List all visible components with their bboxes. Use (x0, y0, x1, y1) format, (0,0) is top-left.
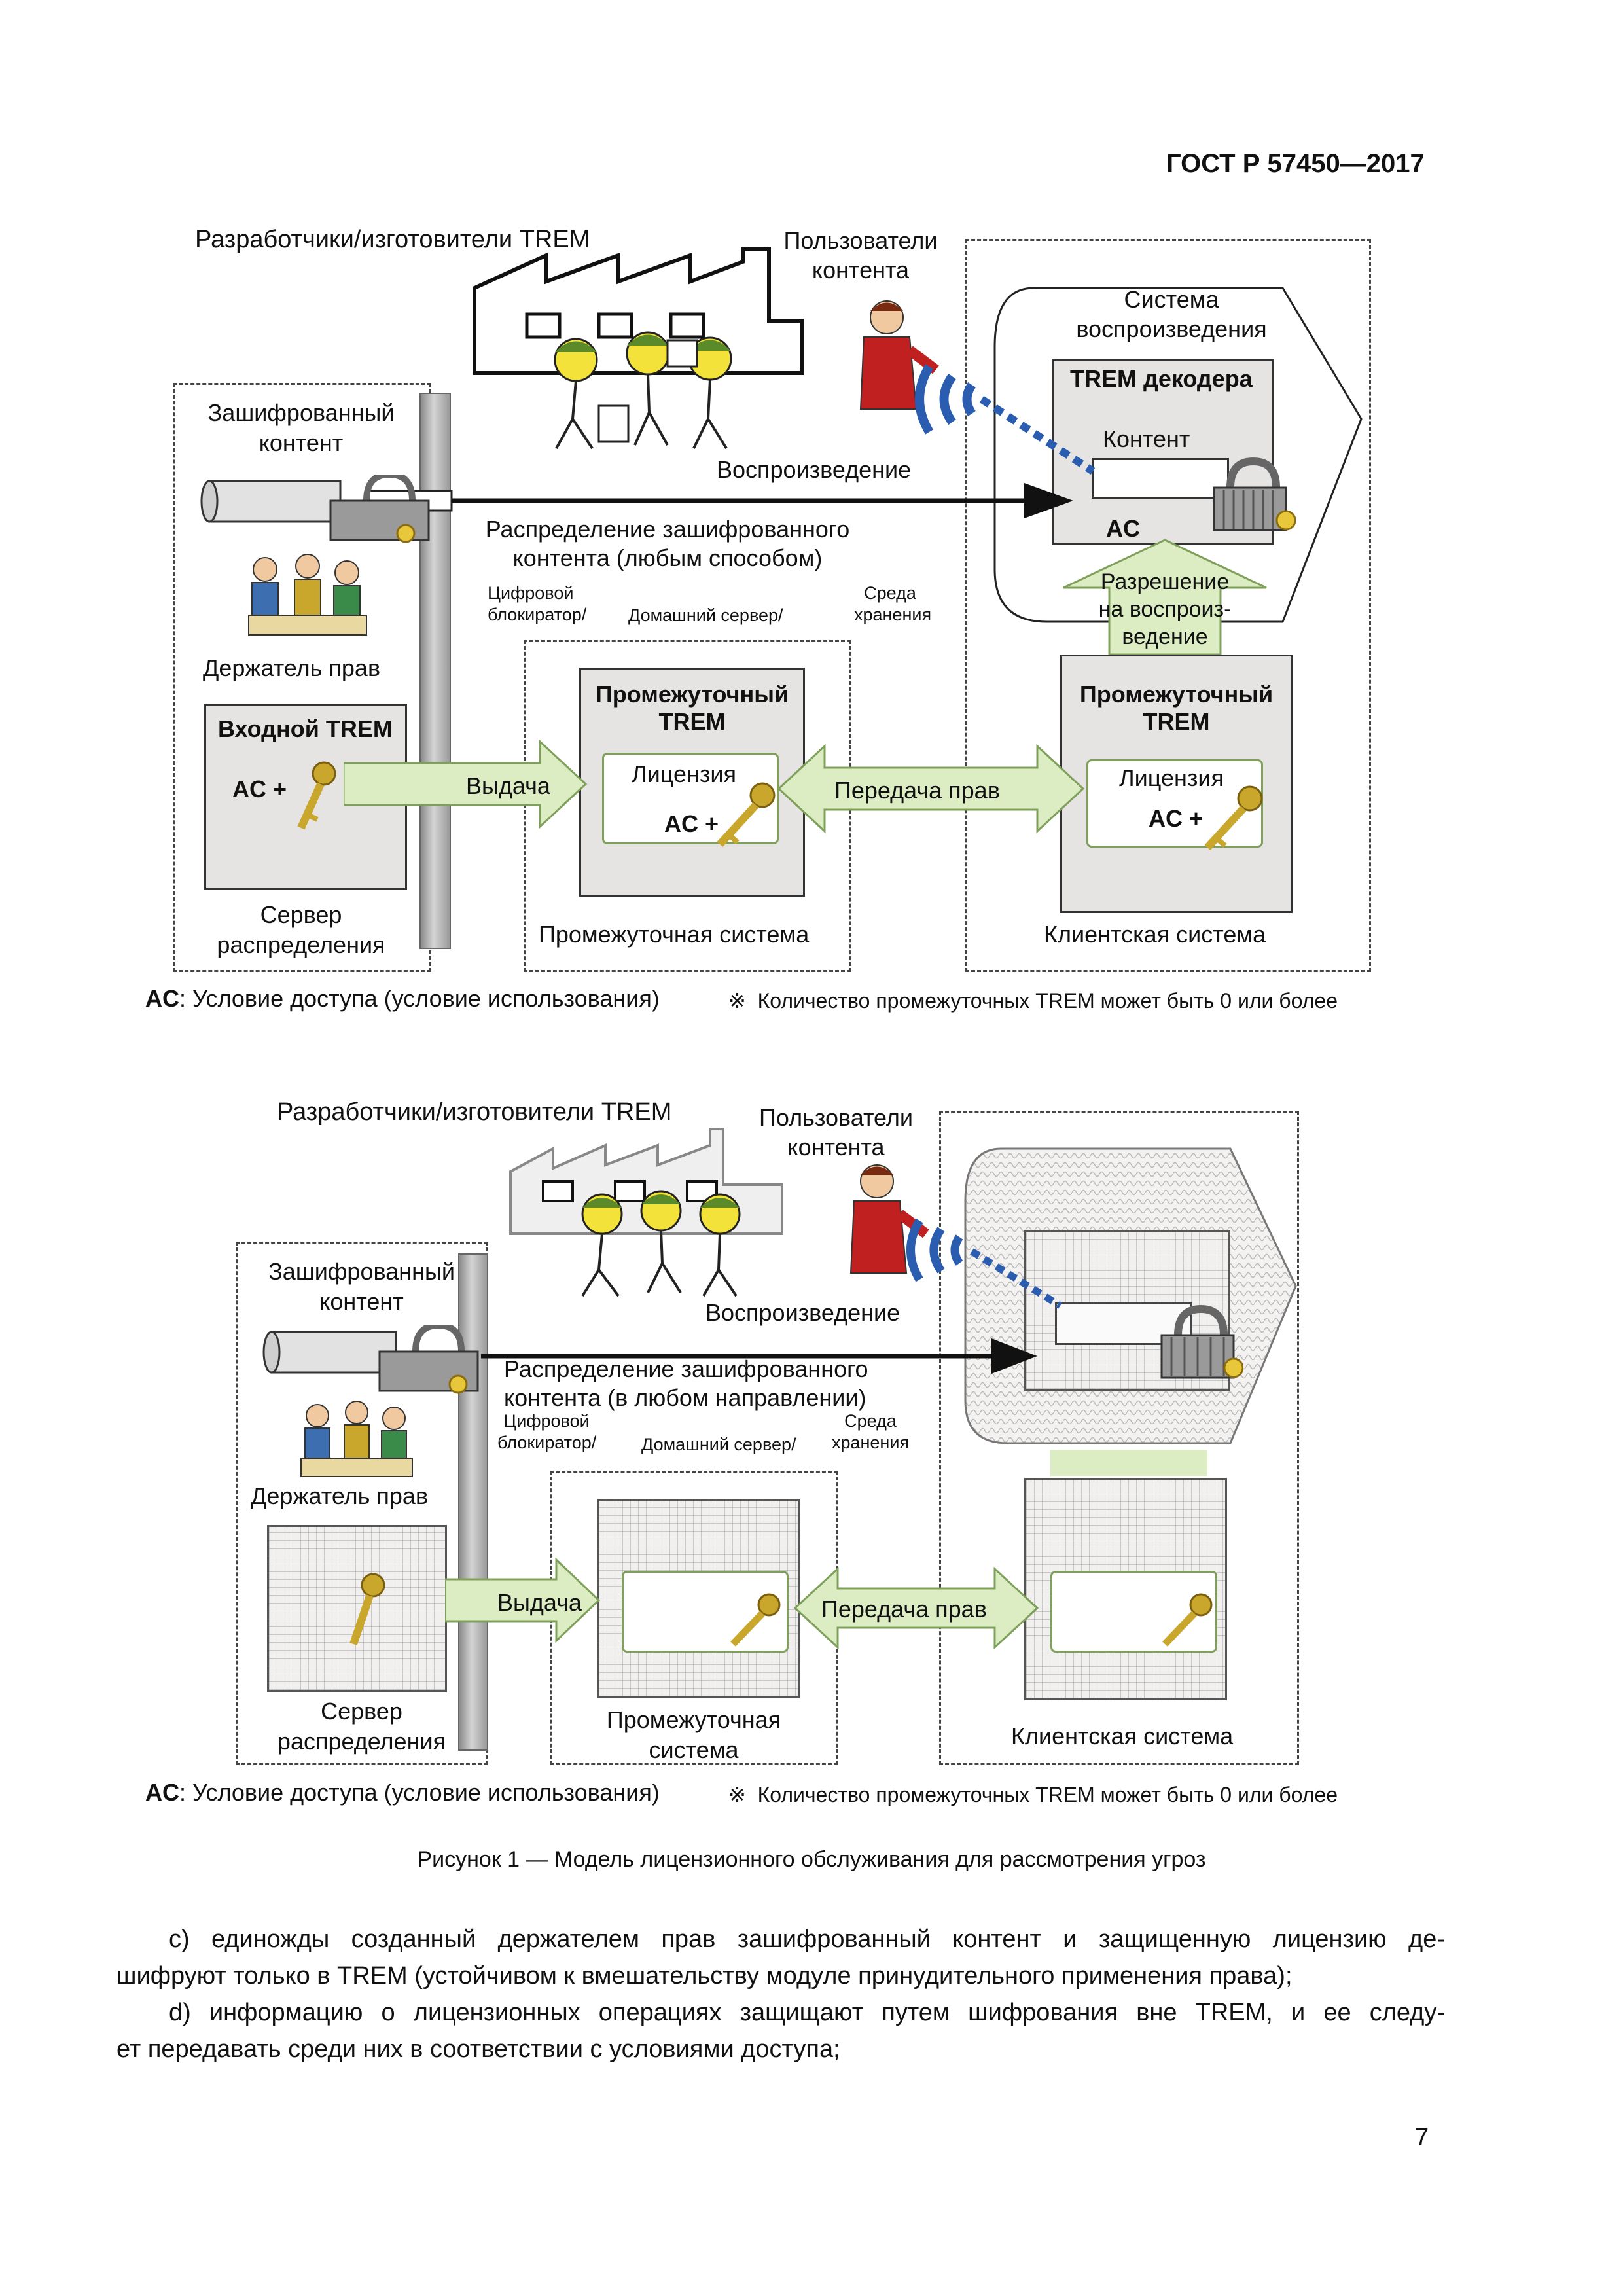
legend-ac-text: : Условие доступа (условие использования… (179, 985, 660, 1012)
home-server-label: Домашний сервер/ (628, 605, 783, 625)
padlock-icon (1213, 457, 1296, 531)
page-number: 7 (1415, 2124, 1429, 2151)
intermediate-license-label: Лицензия (632, 761, 736, 787)
client-system-zone (939, 1111, 1299, 1765)
signal-waves-icon (915, 364, 1096, 475)
rights-transfer-label: Передача прав (821, 1596, 987, 1623)
input-ac-plus-label: AC + (232, 776, 287, 802)
content-slot (1092, 458, 1229, 499)
encrypted-content-icon (262, 1325, 479, 1394)
rights-holder-illustration (248, 554, 367, 636)
legend-note-text: Количество промежуточных TREM может быть… (757, 989, 1338, 1013)
padlock-icon (1160, 1304, 1243, 1379)
legend-ac: AC: Условие доступа (условие использован… (145, 985, 660, 1013)
legend-note: ※ Количество промежуточных TREM может бы… (728, 1782, 1338, 1807)
developers-label: Разработчики/изготовители TREM (195, 226, 590, 253)
playback-label: Воспроизведение (705, 1299, 901, 1326)
legend-ac: AC: Условие доступа (условие использован… (145, 1779, 660, 1806)
rights-holder-label: Держатель прав (203, 655, 381, 681)
user-icon (859, 300, 939, 410)
legend-ac-text: : Условие доступа (условие использования… (179, 1779, 660, 1806)
key-icon (730, 1593, 781, 1647)
workers-illustration (554, 331, 732, 450)
paragraph-c: c) единожды созданный держателем прав за… (116, 1921, 1445, 1994)
rights-transfer-arrow (793, 1566, 1039, 1650)
intermediate-ac-plus-label: AC + (664, 810, 719, 837)
client-system-label: Клиентская система (1011, 1723, 1234, 1749)
client-system-zone (965, 239, 1371, 972)
key-icon (1162, 1593, 1213, 1647)
key-icon (717, 782, 776, 848)
workers-illustration (581, 1190, 741, 1297)
legend-ac-bold: AC (145, 1779, 179, 1806)
client-license-label: Лицензия (1119, 764, 1224, 791)
encrypted-content-icon (200, 475, 430, 543)
paragraph-d: d) информацию о лицензионных операциях з… (116, 1994, 1445, 2068)
intermediate-system-label: Промежуточная система (539, 921, 810, 948)
decoder-ac-label: AC (1106, 515, 1140, 542)
content-label: Контент (1103, 425, 1190, 452)
note-symbol: ※ (728, 989, 746, 1013)
issue-arrow (344, 739, 588, 829)
client-system-label: Клиентская система (1044, 921, 1266, 948)
rights-transfer-arrow (777, 744, 1085, 834)
standard-id: ГОСТ Р 57450—2017 (1166, 149, 1425, 178)
key-icon (1204, 785, 1263, 851)
signal-waves-icon (906, 1218, 1062, 1309)
rights-holder-label: Держатель прав (251, 1482, 429, 1509)
distribution-pillar (458, 1253, 488, 1751)
client-ac-plus-label: AC + (1149, 805, 1204, 832)
legend-note: ※ Количество промежуточных TREM может бы… (728, 988, 1338, 1013)
note-symbol: ※ (728, 1783, 746, 1806)
issue-label: Выдача (466, 772, 550, 799)
rights-transfer-label: Передача прав (834, 777, 1000, 804)
paragraph-c-line-2: шифруют только в TREM (устойчивом к вмеш… (116, 1962, 1293, 1990)
playback-label: Воспроизведение (717, 456, 912, 483)
paragraph-d-line-2: ет передавать среди них в соответствии с… (116, 2036, 840, 2063)
paragraph-c-line-1: c) единожды созданный держателем прав за… (169, 1926, 1445, 1953)
distribution-pillar (419, 393, 451, 949)
key-icon (349, 1573, 385, 1645)
client-license-scroll (1086, 759, 1263, 848)
issue-arrow (445, 1558, 601, 1643)
legend-note-text: Количество промежуточных TREM может быть… (757, 1783, 1338, 1806)
input-trem-box (267, 1525, 447, 1692)
figure-caption: Рисунок 1 — Модель лицензионного обслужи… (417, 1847, 1206, 1872)
user-icon (849, 1164, 929, 1274)
intermediate-license-scroll (602, 753, 779, 844)
home-server-label: Домашний сервер/ (641, 1435, 796, 1454)
legend-ac-bold: AC (145, 985, 179, 1012)
permission-connector (1050, 1450, 1207, 1476)
input-trem-label: Входной TREM (218, 715, 393, 742)
decoder-trem-label: TREM декодера (1070, 365, 1253, 392)
key-icon (297, 761, 336, 830)
developers-label: Разработчики/изготовители TREM (277, 1098, 672, 1126)
paragraph-d-line-1: d) информацию о лицензионных операциях з… (169, 1999, 1445, 2026)
client-license-scroll (1050, 1571, 1217, 1653)
rights-holder-illustration (300, 1401, 413, 1477)
playback-arrow (481, 1338, 1037, 1374)
issue-label: Выдача (497, 1589, 582, 1616)
